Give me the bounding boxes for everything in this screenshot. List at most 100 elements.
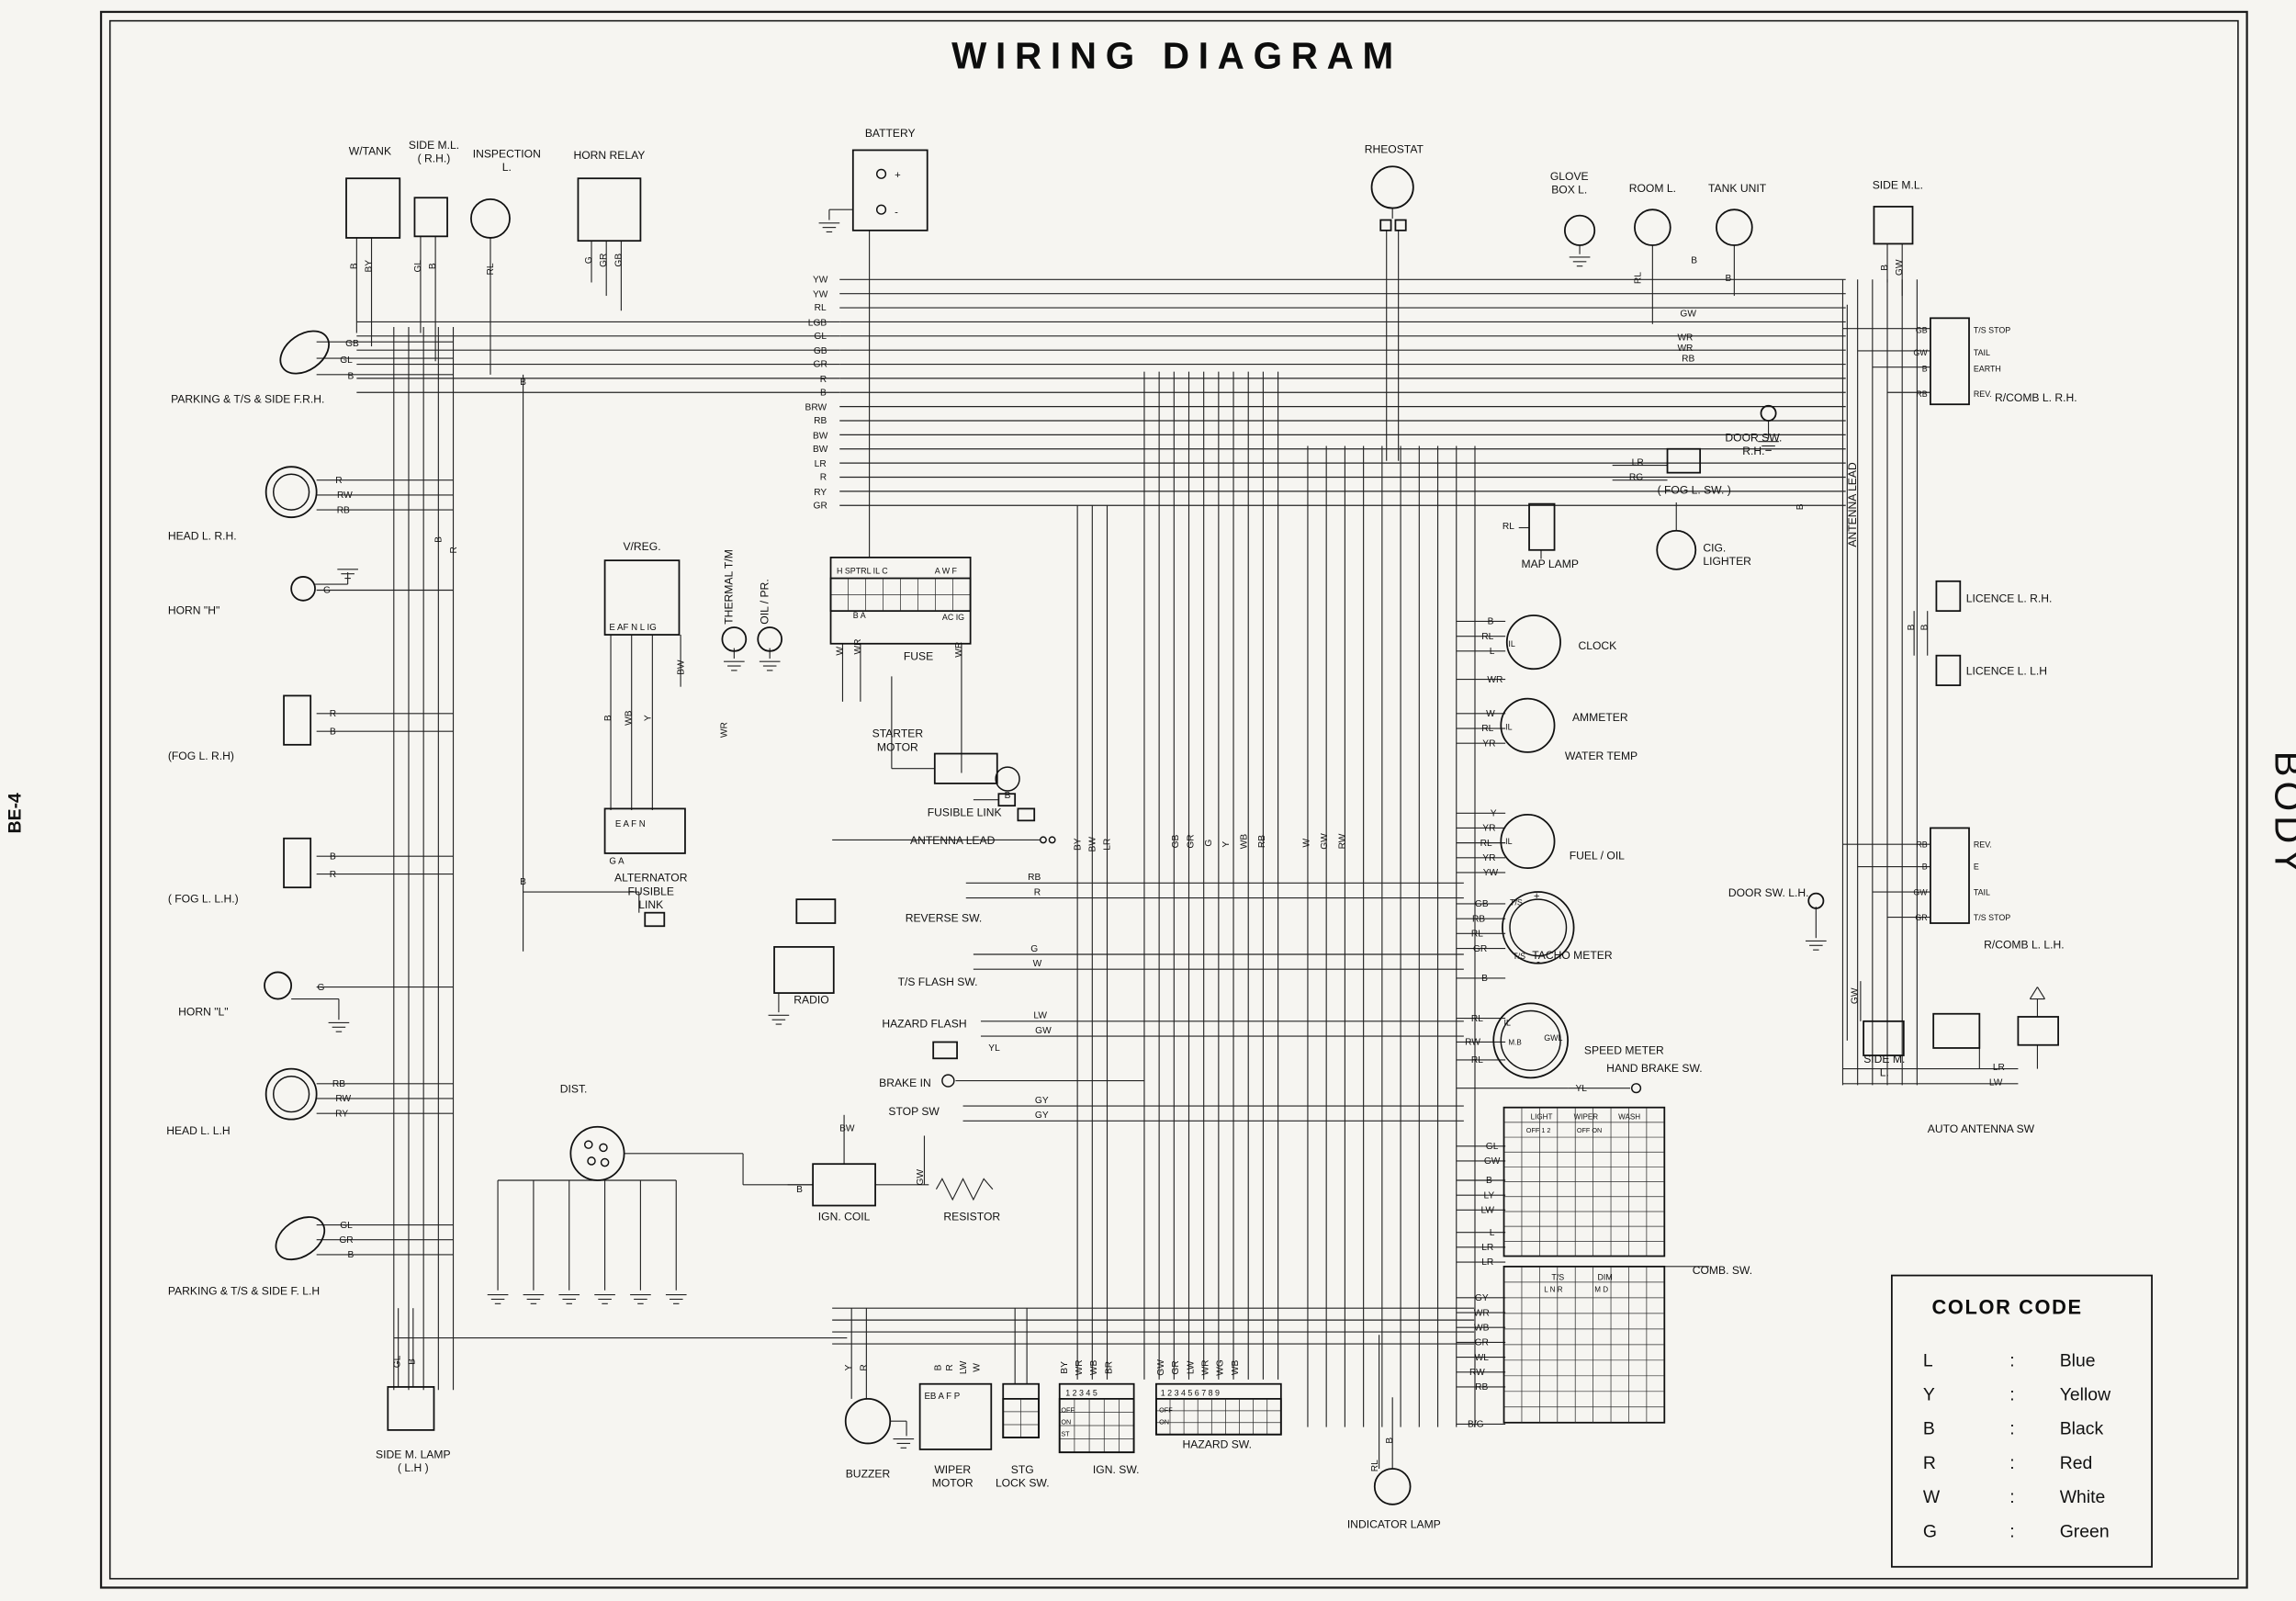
component-buzzer: BUZZER — [844, 1398, 892, 1481]
wire-label: RL — [1481, 632, 1493, 642]
inner-text: IL — [1508, 639, 1514, 648]
color-code-name: Yellow — [2060, 1385, 2111, 1405]
wire-label: BW — [813, 445, 828, 455]
component-label: ANTENNA LEAD — [910, 834, 996, 847]
component-rheostat: RHEOSTAT — [1365, 143, 1424, 209]
inner-text: M.B — [1508, 1039, 1521, 1047]
connector — [1048, 836, 1056, 844]
wire-label: GR — [1475, 1338, 1489, 1348]
inner-text: L N R — [1544, 1285, 1563, 1293]
inner-text: T/S — [1551, 1272, 1564, 1281]
wire-label: GW — [1156, 1359, 1166, 1376]
component-side-ml-bottom: SIDE M.L. — [1863, 1020, 1905, 1079]
wire-label: RB — [814, 416, 827, 426]
wire-label: RW — [337, 490, 353, 501]
inner-text: ON — [1159, 1417, 1169, 1426]
wire-label: GB — [1475, 899, 1489, 909]
ground-symbol — [724, 660, 745, 671]
wire-label: BRW — [805, 403, 827, 413]
ground-symbol — [337, 569, 358, 580]
ground-symbol — [630, 1294, 651, 1304]
wire-label: WB — [1231, 1360, 1241, 1376]
inner-text: T/S — [1513, 952, 1525, 961]
wire-label: WR — [954, 642, 964, 658]
component-antenna-lead-label: ANTENNA LEAD — [1846, 462, 1859, 547]
wire-label: GL — [392, 1355, 402, 1368]
component-label: SIDE M. — [1863, 1053, 1905, 1065]
wire-label: B — [1005, 791, 1011, 801]
inner-text: REV. — [1974, 840, 1992, 849]
color-code-name: Blue — [2060, 1350, 2096, 1370]
wire-label: R — [1034, 887, 1041, 897]
wire-label: R — [820, 375, 827, 385]
connector-box — [1394, 219, 1407, 231]
component-fog-lamp-lh: ( FOG L. L.H.) — [168, 837, 312, 905]
inner-text: + — [895, 170, 901, 181]
wire-label: RL — [486, 263, 496, 275]
ground-symbol — [523, 1294, 545, 1304]
wire-label: R — [820, 473, 827, 483]
wire-label: GR — [1473, 944, 1487, 954]
inner-text: IL — [1505, 723, 1512, 732]
inner-text: 1 2 3 4 5 — [1065, 1389, 1097, 1398]
ground-symbol — [665, 1294, 687, 1304]
component-parking-ts-side-f-lh: PARKING & T/S & SIDE F. L.H — [168, 1216, 326, 1298]
wire-label: B — [1481, 974, 1488, 984]
wire-label: W — [1486, 709, 1495, 719]
component-label: LOCK SW. — [996, 1476, 1050, 1489]
inner-text: E A F N — [615, 819, 646, 829]
component-label: V/REG. — [623, 540, 660, 553]
inner-text: REV. — [1974, 389, 1992, 399]
component-label: THERMAL T/M — [723, 549, 736, 625]
component-label: SIDE M. LAMP — [376, 1449, 451, 1461]
component-label: WIPER — [934, 1463, 971, 1476]
component-label: HAZARD SW. — [1183, 1438, 1252, 1450]
wire-label: BW — [676, 660, 686, 675]
inner-text: DIM — [1597, 1272, 1612, 1281]
wire-label: RB — [337, 505, 350, 515]
component-label: COMB. SW. — [1693, 1264, 1752, 1277]
component-label: BATTERY — [865, 127, 916, 140]
wire-label: W — [835, 647, 845, 656]
connector — [1500, 1009, 1561, 1071]
wire-label: RL — [1481, 724, 1493, 734]
component-label: LICENCE L. R.H. — [1966, 592, 2053, 604]
wire-label: RB — [1475, 1382, 1488, 1392]
wire-label: LW — [1989, 1077, 2003, 1088]
wire-label: G — [1204, 840, 1214, 847]
component-w-tank: W/TANK — [345, 144, 401, 239]
component-label: MOTOR — [932, 1476, 974, 1489]
component-fog-lamp-rh: (FOG L. R.H) — [168, 694, 312, 762]
wire-label: LW — [1186, 1360, 1196, 1374]
ground-symbol — [328, 1021, 350, 1032]
component-side-m-lamp-lh: SIDE M. LAMP( L.H ) — [376, 1386, 451, 1474]
component-fuse-box: FUSE — [829, 557, 972, 663]
component-label: HORN "H" — [168, 603, 219, 616]
component-label: RESISTOR — [943, 1211, 1000, 1223]
ground-symbol — [487, 1294, 509, 1304]
wire-label: RB — [332, 1079, 345, 1089]
component-label: CLOCK — [1578, 639, 1616, 652]
component-label: MAP LAMP — [1521, 558, 1578, 570]
wire-label: GR — [814, 501, 827, 511]
component-label: HORN RELAY — [573, 149, 645, 162]
wire-label: B — [349, 263, 359, 269]
wire-label: B — [1920, 624, 1930, 630]
wires-layer — [291, 208, 2046, 1469]
ground-symbol — [1758, 441, 1779, 451]
body-side-label: BODY — [2267, 751, 2296, 879]
component-label: FUSIBLE — [627, 885, 674, 897]
wire-label: B/G — [1468, 1420, 1484, 1430]
component-horn-relay: HORN RELAY — [573, 149, 645, 242]
switch-grids-layer — [829, 577, 1666, 1454]
color-code-name: Black — [2060, 1419, 2104, 1439]
component-label: FUSE — [904, 650, 933, 663]
component-stop-sw: STOP SW — [888, 1105, 940, 1118]
inner-text: EB A F P — [924, 1392, 960, 1402]
wire-label: GW — [1680, 310, 1696, 320]
